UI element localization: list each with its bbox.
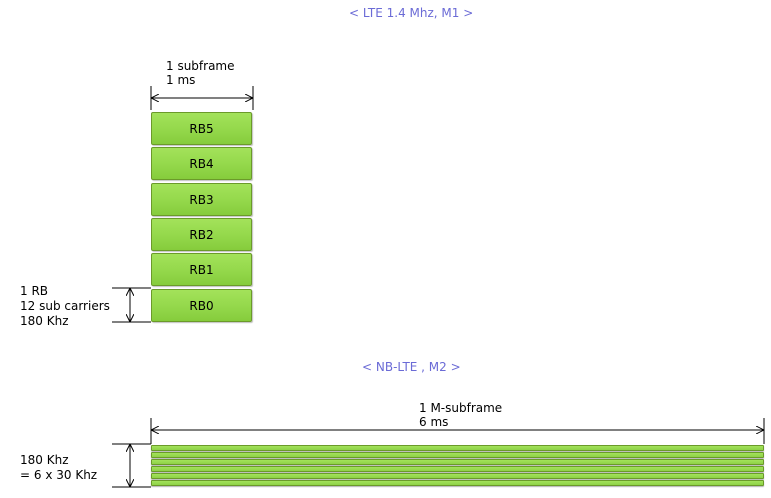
nblte-subframe-label: 1 M-subframe 6 ms	[419, 401, 502, 429]
nblte-bandwidth-label-line2: = 6 x 30 Khz	[20, 468, 98, 482]
rb-size-label-line3: 180 Khz	[20, 314, 69, 328]
nblte-subframe-label-line2: 6 ms	[419, 415, 449, 429]
nblte-subcarrier-strip	[151, 459, 764, 465]
nblte-subcarrier-strip	[151, 445, 764, 451]
rb-block-rb3: RB3	[151, 183, 252, 216]
rb-block-rb5: RB5	[151, 112, 252, 145]
nblte-subcarrier-strip	[151, 480, 764, 486]
nblte-bandwidth-label-line1: 180 Khz	[20, 453, 69, 467]
rb-block-rb0: RB0	[151, 289, 252, 322]
nblte-subframe-width-arrow	[150, 418, 765, 444]
lte-subframe-label-line1: 1 subframe	[166, 59, 235, 73]
nblte-bandwidth-label: 180 Khz = 6 x 30 Khz	[20, 453, 97, 483]
rb-size-label-line2: 12 sub carriers	[20, 299, 110, 313]
nblte-bandwidth-height-arrow	[112, 443, 151, 488]
lte-subframe-width-arrow	[150, 86, 254, 110]
lte-subframe-label: 1 subframe 1 ms	[166, 59, 235, 87]
rb-block-rb2: RB2	[151, 218, 252, 251]
rb-size-label: 1 RB 12 sub carriers 180 Khz	[20, 284, 110, 329]
nblte-section-title: < NB-LTE , M2 >	[362, 360, 461, 374]
lte-subframe-label-line2: 1 ms	[166, 73, 196, 87]
rb-height-arrow	[112, 287, 151, 323]
rb-size-label-line1: 1 RB	[20, 284, 49, 298]
rb-block-rb1: RB1	[151, 253, 252, 286]
lte-section-title: < LTE 1.4 Mhz, M1 >	[349, 6, 474, 20]
nblte-subframe-label-line1: 1 M-subframe	[419, 401, 503, 415]
nblte-subcarrier-strip	[151, 473, 764, 479]
rb-block-rb4: RB4	[151, 147, 252, 180]
nblte-subcarrier-strip	[151, 466, 764, 472]
nblte-subcarrier-strip	[151, 452, 764, 458]
